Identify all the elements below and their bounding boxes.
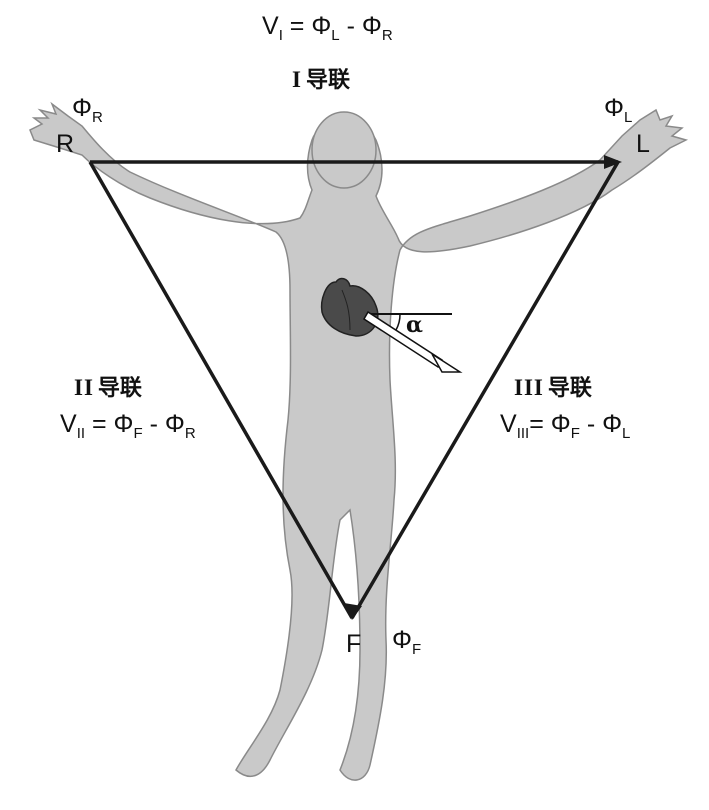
lead-III-minus: - Φ <box>579 410 623 438</box>
right-arm-phi-sub: R <box>91 109 103 126</box>
lead-III-a-sub: F <box>570 425 580 442</box>
arrowhead-foot <box>344 603 362 620</box>
lead-I-formula: VI = ΦL - ΦR <box>262 12 393 44</box>
lead-II-v: V <box>60 410 77 438</box>
left-arm-phi: ΦL <box>604 94 632 126</box>
lead-II-minus: - Φ <box>142 410 185 438</box>
lead-III-line <box>350 161 620 619</box>
heart-shape <box>320 277 379 337</box>
lead-III-roman: III <box>514 375 544 400</box>
lead-II-cn: 导联 <box>97 375 142 401</box>
lead-I-minus: - Φ <box>339 12 382 40</box>
lead-triangle <box>88 160 620 619</box>
heart-highlight <box>341 289 351 331</box>
lead-II-eq: = Φ <box>85 410 134 438</box>
foot-phi-sub: F <box>411 641 422 658</box>
arrowhead-left-arm <box>604 155 622 169</box>
lead-I-title: I 导联 <box>292 62 350 94</box>
lead-III-b-sub: L <box>622 425 631 442</box>
lead-I-a-sub: L <box>331 27 340 44</box>
arrow-shaft <box>362 310 444 369</box>
lead-III-v: V <box>500 410 517 438</box>
lead-II-line <box>88 161 354 619</box>
body-silhouette <box>29 101 689 781</box>
lead-I-b-sub: R <box>381 27 393 44</box>
lead-I-eq: = Φ <box>282 12 332 40</box>
angle-arc <box>395 313 401 331</box>
heart-axis-arrow <box>362 310 463 373</box>
lead-III-v-sub: III <box>516 425 530 442</box>
arrow-head <box>431 353 463 373</box>
lead-II-b-sub: R <box>184 425 196 442</box>
lead-II-v-sub: II <box>76 425 86 442</box>
lead-III-formula: VIII= ΦF - ΦL <box>500 410 630 442</box>
body-outline <box>29 101 689 781</box>
heart <box>320 277 379 337</box>
left-arm-phi-sub: L <box>623 109 633 126</box>
foot-phi-symbol: Φ <box>392 626 412 654</box>
lead-II-formula: VII = ΦF - ΦR <box>60 410 196 442</box>
left-arm-phi-symbol: Φ <box>604 94 624 122</box>
angle-alpha-label: α <box>406 312 423 338</box>
head <box>311 111 377 189</box>
lead-I-v-sub: I <box>278 27 283 44</box>
lead-II-roman: II <box>74 375 94 400</box>
lead-III-cn: 导联 <box>547 375 592 401</box>
lead-II-a-sub: F <box>133 425 143 442</box>
lead-III-eq: = Φ <box>529 410 571 438</box>
lead-I-v: V <box>262 12 279 40</box>
lead-I-roman: I <box>292 67 302 92</box>
foot-letter: F <box>346 630 362 658</box>
lead-I-cn: 导联 <box>305 67 350 93</box>
left-arm-letter: L <box>636 130 650 158</box>
right-arm-letter: R <box>56 130 75 158</box>
right-arm-phi: ΦR <box>72 94 103 126</box>
right-arm-phi-symbol: Φ <box>72 94 92 122</box>
foot-phi: ΦF <box>392 626 421 658</box>
lead-II-title: II 导联 <box>74 370 142 402</box>
lead-III-title: III 导联 <box>514 370 592 402</box>
